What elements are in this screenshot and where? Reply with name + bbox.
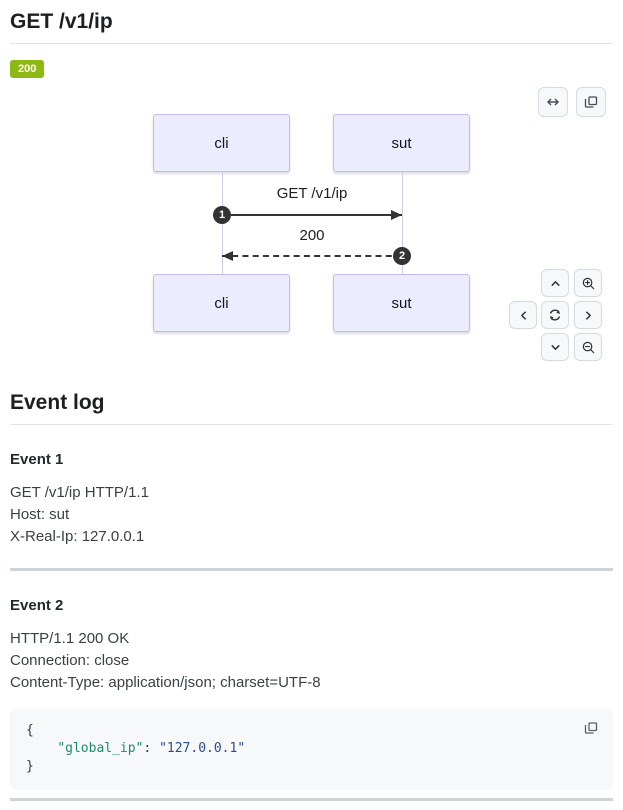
response-body-code-block: { "global_ip": "127.0.0.1" } xyxy=(10,708,613,791)
lifeline-sut xyxy=(402,172,403,275)
actor-box-sut-bottom: sut xyxy=(333,274,470,333)
pan-up-button[interactable] xyxy=(541,269,569,298)
pan-left-button[interactable] xyxy=(509,301,537,330)
event-divider xyxy=(10,798,613,802)
message-arrow-request xyxy=(222,214,402,217)
event-line: Connection: close xyxy=(10,652,130,670)
zoom-out-icon xyxy=(581,340,596,355)
copy-icon xyxy=(583,94,599,110)
event-line: Content-Type: application/json; charset=… xyxy=(10,674,321,692)
zoom-out-button[interactable] xyxy=(574,333,602,362)
chevron-down-icon xyxy=(548,340,563,355)
chevron-up-icon xyxy=(548,276,563,291)
zoom-in-button[interactable] xyxy=(574,269,602,298)
actor-label: cli xyxy=(214,134,229,152)
event-divider xyxy=(10,568,613,572)
json-separator: : xyxy=(143,741,160,757)
json-brace: { xyxy=(26,723,34,739)
zoom-in-icon xyxy=(581,276,596,291)
json-brace: } xyxy=(26,759,34,775)
pan-right-button[interactable] xyxy=(574,301,602,330)
event-2-title: Event 2 xyxy=(10,597,64,615)
code-line: } xyxy=(26,758,597,776)
status-badge: 200 xyxy=(10,60,45,79)
event-1-body: GET /v1/ip HTTP/1.1 Host: sut X-Real-Ip:… xyxy=(10,482,613,548)
arrowhead-icon xyxy=(222,251,233,262)
json-value: "127.0.0.1" xyxy=(159,741,246,757)
event-line: Host: sut xyxy=(10,506,70,524)
event-1-title: Event 1 xyxy=(10,451,64,469)
arrowhead-icon xyxy=(391,210,402,221)
event-line: X-Real-Ip: 127.0.0.1 xyxy=(10,528,145,546)
json-indent xyxy=(26,741,57,756)
event-line: GET /v1/ip HTTP/1.1 xyxy=(10,484,149,502)
copy-code-button[interactable] xyxy=(583,720,599,739)
reset-view-button[interactable] xyxy=(541,301,569,330)
reset-view-icon xyxy=(547,307,563,323)
copy-diagram-button[interactable] xyxy=(576,87,606,118)
pan-down-button[interactable] xyxy=(541,333,569,362)
event-line: HTTP/1.1 200 OK xyxy=(10,630,130,648)
arrows-horizontal-icon xyxy=(545,94,561,110)
sequence-diagram: cli sut cli sut GET /v1/ip 1 200 2 xyxy=(10,79,613,369)
actor-label: sut xyxy=(391,294,412,312)
expand-width-button[interactable] xyxy=(538,87,568,118)
chevron-left-icon xyxy=(516,308,531,323)
actor-box-cli-bottom: cli xyxy=(153,274,290,333)
actor-box-cli-top: cli xyxy=(153,114,290,173)
actor-label: cli xyxy=(214,294,229,312)
sequence-number: 2 xyxy=(398,250,406,263)
event-log-heading: Event log xyxy=(10,391,613,426)
json-key: "global_ip" xyxy=(57,741,144,757)
sequence-number: 1 xyxy=(218,209,226,222)
message-label: GET /v1/ip xyxy=(276,185,348,203)
actor-box-sut-top: sut xyxy=(333,114,470,173)
chevron-right-icon xyxy=(581,308,596,323)
event-2-body: HTTP/1.1 200 OK Connection: close Conten… xyxy=(10,628,613,694)
code-line: "global_ip": "127.0.0.1" xyxy=(26,740,597,758)
sequence-number-badge: 2 xyxy=(393,247,411,266)
copy-icon xyxy=(583,722,599,739)
sequence-number-badge: 1 xyxy=(213,206,231,225)
page-title: GET /v1/ip xyxy=(10,10,613,44)
message-arrow-response xyxy=(222,255,402,258)
actor-label: sut xyxy=(391,134,412,152)
message-label: 200 xyxy=(299,227,325,245)
code-line: { xyxy=(26,722,597,740)
